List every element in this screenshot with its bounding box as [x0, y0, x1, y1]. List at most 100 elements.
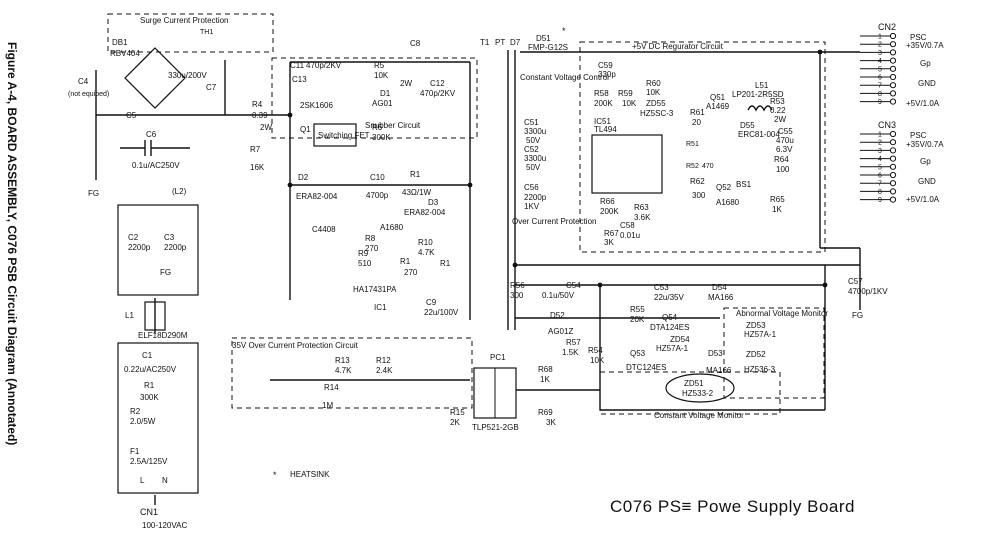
ic51-part: TL494: [594, 125, 617, 134]
r64-value: 100: [776, 165, 790, 174]
r52-value: 470: [702, 163, 714, 170]
r52-label: R52: [686, 163, 699, 170]
c54-value: 0.1u/50V: [542, 291, 575, 300]
q2-part: C4408: [312, 225, 336, 234]
c59-label: C59: [598, 61, 613, 70]
l51-part: LP201-2R5SD: [732, 90, 784, 99]
r57-value: 1.5K: [562, 348, 579, 357]
junction-dot: [467, 182, 473, 188]
cn2-pin-terminal: [889, 57, 897, 64]
r9-value: 510: [358, 259, 372, 268]
cn3-pin-terminal: [889, 155, 897, 162]
regulator-label: +5V DC Regurator Circuit: [632, 42, 724, 51]
c55-value: 470u: [776, 136, 794, 145]
heatsink-star: *: [562, 26, 566, 36]
t1-label: T1: [480, 38, 490, 47]
abnormal-label: Abnormal Voltage Monitor: [736, 309, 828, 318]
c8-label: C8: [410, 39, 421, 48]
cn2-pin-terminal: [889, 73, 897, 81]
r6-label: R6: [372, 123, 383, 132]
d1-label: D1: [380, 89, 391, 98]
cn3-pin-number: 2: [878, 140, 882, 147]
r60-label: R60: [646, 79, 661, 88]
r4-label: R4: [252, 100, 263, 109]
q51-label: Q51: [710, 93, 726, 102]
r69-label: R69: [538, 408, 553, 417]
r65-value: 1K: [772, 205, 782, 214]
r68-label: R68: [538, 365, 553, 374]
cn3-pin-number: 3: [878, 148, 882, 155]
r54-value: 10K: [590, 356, 605, 365]
zd54-label: ZD54: [670, 335, 690, 344]
c51-volt: 50V: [526, 136, 541, 145]
choke-l1: [144, 298, 166, 334]
d2-part: ERA82-004: [296, 192, 338, 201]
r57-label: R57: [566, 338, 581, 347]
r6-value: 300K: [372, 133, 391, 142]
d51-label: D51: [536, 34, 551, 43]
r11-label: R1: [400, 257, 411, 266]
cn3-out-5v: +5V/1.0A: [906, 195, 940, 204]
d3-part: ERA82-004: [404, 208, 446, 217]
r61-value: 20: [692, 118, 701, 127]
r58-label: R58: [594, 89, 609, 98]
d3-label: D3: [428, 198, 439, 207]
c58-label: C58: [620, 221, 635, 230]
c2-value: 2200p: [128, 243, 151, 252]
c10-value: 4700p: [366, 191, 389, 200]
q51-part: A1469: [706, 102, 730, 111]
r56-value: 300: [510, 291, 524, 300]
cn2-pin-terminal: [889, 98, 897, 105]
r13-value: 4.7K: [335, 366, 352, 375]
q53-label: Q53: [630, 349, 646, 358]
c55-volt: 6.3V: [776, 145, 793, 154]
r65-label: R65: [770, 195, 785, 204]
switching-fet-box: [313, 123, 357, 147]
cn2-psc: PSC: [910, 33, 927, 42]
cn3-out-gp: Gp: [920, 157, 931, 166]
cn3-pin-terminal: [889, 171, 897, 179]
cn3-pin-terminal: [889, 188, 897, 195]
pc1-label: PC1: [490, 353, 506, 362]
fg3-label: FG: [852, 311, 863, 320]
zd54-part: HZ57A-1: [656, 344, 689, 353]
ov35-box: [231, 337, 473, 409]
r8-value: 270: [365, 244, 379, 253]
r14-value: 1M: [322, 401, 333, 410]
r14-label: R14: [324, 383, 339, 392]
cvm-label: Constant Voltage Monitor: [654, 411, 744, 420]
cn1-pin-l: L: [140, 476, 145, 485]
r5-value: 10K: [374, 71, 389, 80]
r15-label: R15: [450, 408, 465, 417]
d54-label: D54: [712, 283, 727, 292]
r62-value: 300: [692, 191, 706, 200]
ic51-label: IC51: [594, 117, 611, 126]
q1-part: 2SK1606: [300, 101, 333, 110]
regulator-box: [579, 41, 826, 253]
c12-label: C12: [430, 79, 445, 88]
c55-label: C55: [778, 127, 793, 136]
c3-label: C3: [164, 233, 175, 242]
db1-label: DB1: [112, 38, 128, 47]
r10-value: 4.7K: [418, 248, 435, 257]
r1h-label: R1: [440, 259, 451, 268]
r69-value: 3K: [546, 418, 556, 427]
cn2-pin-number: 3: [878, 50, 882, 57]
c57-label: C57: [848, 277, 863, 286]
l51-label: L51: [755, 81, 769, 90]
cn2-pin-number: 8: [878, 91, 882, 98]
r55-label: R55: [630, 305, 645, 314]
cn1-rating: 100-120VAC: [142, 521, 187, 530]
d53-label: D53: [708, 349, 723, 358]
cn1-label: CN1: [140, 507, 158, 517]
l51-inductor: [747, 105, 773, 112]
d1-part: AG01: [372, 99, 393, 108]
c57-value: 4700p/1KV: [848, 287, 888, 296]
c9-label: C9: [426, 298, 437, 307]
d7-label: D7: [510, 38, 521, 47]
switching-fet-label: Switching FET: [318, 131, 370, 140]
cn2-pin-number: 7: [878, 83, 882, 90]
heatsink-mark: *: [273, 470, 277, 480]
r68-value: 1K: [540, 375, 550, 384]
